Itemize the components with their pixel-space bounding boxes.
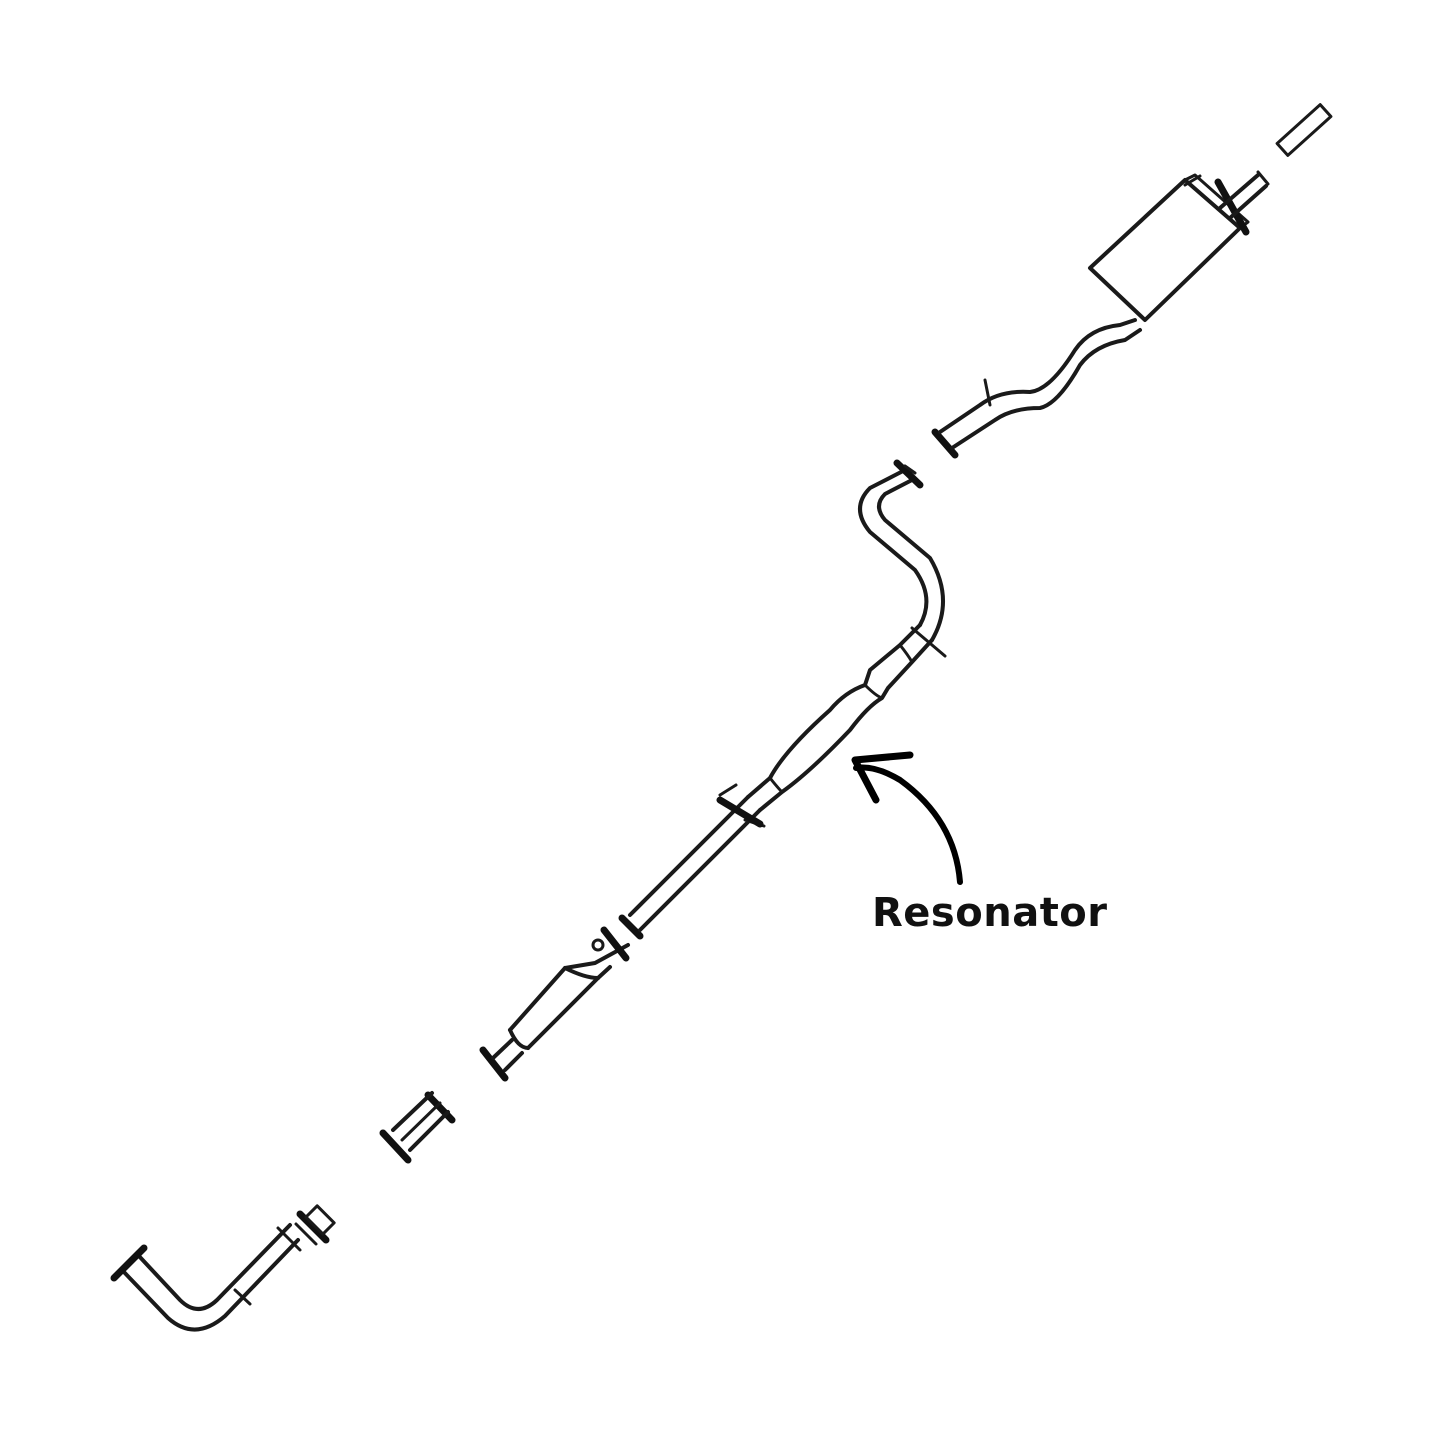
catalytic-converter — [479, 926, 630, 1082]
resonator-pipe — [618, 623, 947, 940]
rear-pipe — [931, 318, 1142, 459]
over-axle-pipe — [858, 459, 945, 642]
callout-arrow — [851, 751, 963, 885]
tailpipe-tip — [1275, 103, 1333, 157]
resonator-label: Resonator — [872, 890, 1108, 936]
muffler — [1088, 170, 1270, 322]
front-downpipe — [110, 1204, 336, 1332]
flex-connector — [379, 1091, 456, 1164]
